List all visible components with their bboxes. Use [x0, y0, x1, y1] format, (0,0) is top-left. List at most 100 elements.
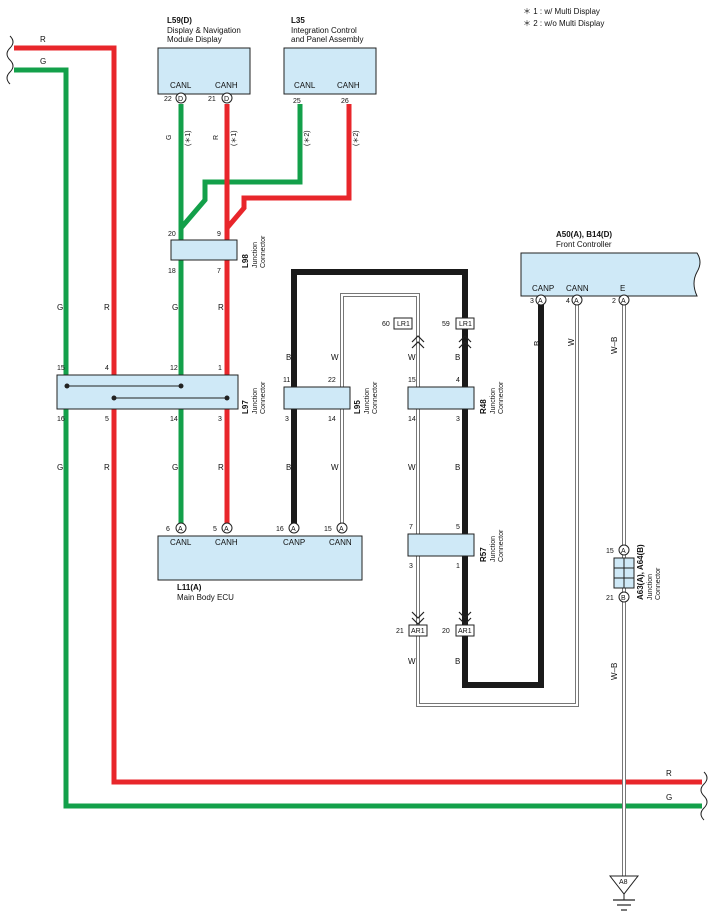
r57-pin-1: 1	[456, 563, 460, 570]
l11-canl-label: CANL	[170, 538, 192, 547]
l59-wire-g-label: G	[166, 135, 173, 140]
l95-pin-14: 14	[328, 416, 336, 423]
l59-name-line1: Display & Navigation	[167, 26, 241, 35]
l35-note-g: (＊2)	[304, 130, 311, 146]
l11-main-body-ecu	[157, 535, 363, 581]
l35-id: L35	[291, 16, 305, 25]
l11-pin-canp: 16	[276, 526, 284, 533]
a50-wire-wb-upper: W–B	[610, 337, 619, 354]
trunk-label-g-lower: G	[57, 463, 63, 472]
r48-pin-4: 4	[456, 377, 460, 384]
a63-id: A63(A), A64(B)	[636, 544, 645, 600]
r57-pin-3: 3	[409, 563, 413, 570]
lr1-chevron-w	[411, 335, 425, 349]
r57-label1: Junction	[490, 536, 497, 562]
l59-id: L59(D)	[167, 16, 192, 25]
l98-pin-20: 20	[168, 231, 176, 238]
a50-e-label: E	[620, 284, 625, 293]
l97-pin-5: 5	[105, 416, 109, 423]
l98-pin-18: 18	[168, 268, 176, 275]
trunk-label-r-lower: R	[104, 463, 110, 472]
l95-junction-connector	[283, 386, 351, 410]
l95-id: L95	[353, 400, 362, 414]
ar1-pin-b: 20	[442, 628, 450, 635]
r48-pin-3: 3	[456, 416, 460, 423]
l97-wire-g: G	[172, 463, 178, 472]
l11-conn-a-cann	[336, 522, 348, 534]
can-green-wires	[178, 104, 303, 528]
a50-name: Front Controller	[556, 240, 612, 249]
trunk-label-r-upper: R	[104, 303, 110, 312]
a63-conn-a-letter: A	[621, 548, 626, 555]
l11-pin-canh: 5	[213, 526, 217, 533]
l59-pin-canh: 21	[208, 96, 216, 103]
a50-wire-b: B	[533, 341, 542, 346]
l97-wire-r: R	[218, 463, 224, 472]
a50-cann-label: CANN	[566, 284, 589, 293]
r57-pin-7: 7	[409, 524, 413, 531]
r57-label2: Connector	[498, 529, 505, 562]
l95-wire-b-lower: B	[286, 463, 291, 472]
r48-wire-b-upper: B	[455, 353, 460, 362]
l59-conn-d-canl-letter: D	[178, 96, 183, 103]
l35-name-line1: Integration Control	[291, 26, 357, 35]
l35-pin-canh: 26	[341, 98, 349, 105]
note-no-multi-display: ＊ 2 : w/o Multi Display	[523, 19, 604, 28]
a50-wire-wb-lower: W–B	[610, 663, 619, 680]
l11-conn-a-canp-letter: A	[291, 526, 296, 533]
l97-label2: Connector	[260, 381, 267, 414]
l97-pin-4: 4	[105, 365, 109, 372]
wire-break-left	[6, 35, 14, 85]
ar1-name-w: AR1	[411, 628, 425, 635]
a50-front-controller	[520, 252, 701, 297]
a50-id: A50(A), B14(D)	[556, 230, 612, 239]
a63-conn-b	[618, 591, 630, 603]
l59-name-line2: Module Display	[167, 35, 222, 44]
r48-id: R48	[479, 399, 488, 414]
ar1-chevron-w	[411, 611, 425, 625]
a63-pin-15: 15	[606, 548, 614, 555]
l11-name: Main Body ECU	[177, 593, 234, 602]
lr1-connector-b	[455, 317, 475, 330]
l59-canl-label: CANL	[170, 81, 192, 90]
l98-wire-r: R	[218, 303, 224, 312]
wire-break-right	[700, 771, 708, 821]
a50-wire-w: W	[567, 338, 576, 346]
r48-wire-w-upper: W	[408, 353, 416, 362]
ground-a8-symbol	[608, 875, 640, 895]
l98-pin-9: 9	[217, 231, 221, 238]
l11-conn-a-canh	[221, 522, 233, 534]
lr1-chevron-b	[458, 335, 472, 349]
a63-label1: Junction	[647, 574, 654, 600]
l35-canh-label: CANH	[337, 81, 360, 90]
l95-label1: Junction	[364, 388, 371, 414]
a50-pin-e: 2	[612, 298, 616, 305]
trunk-red-wire	[14, 45, 702, 785]
trunk-label-g-upper: G	[57, 303, 63, 312]
l97-splice-dot-4	[224, 395, 230, 401]
a50-conn-a-e	[618, 294, 630, 306]
l98-wire-g: G	[172, 303, 178, 312]
l95-label2: Connector	[372, 381, 379, 414]
r57-wire-b: B	[455, 657, 460, 666]
l95-wire-w-upper: W	[331, 353, 339, 362]
a63-pin-21: 21	[606, 595, 614, 602]
l35-note-r: (＊2)	[353, 130, 360, 146]
l97-label1: Junction	[252, 388, 259, 414]
l98-label2: Connector	[260, 235, 267, 268]
l59-note-r: (＊1)	[231, 130, 238, 146]
l59-canh-label: CANH	[215, 81, 238, 90]
lr1-pin-w: 60	[382, 321, 390, 328]
cann-white-wire	[340, 293, 579, 707]
r48-junction-connector	[407, 386, 475, 410]
trunk-label-g-top: G	[40, 57, 46, 66]
a50-conn-a-cann-letter: A	[574, 298, 579, 305]
ground-a8-id: A8	[619, 879, 628, 886]
ar1-name-b: AR1	[458, 628, 472, 635]
trunk-green-wire	[14, 67, 702, 809]
l11-pin-cann: 15	[324, 526, 332, 533]
l11-pin-canl: 6	[166, 526, 170, 533]
r48-pin-14: 14	[408, 416, 416, 423]
a50-conn-a-canp	[535, 294, 547, 306]
